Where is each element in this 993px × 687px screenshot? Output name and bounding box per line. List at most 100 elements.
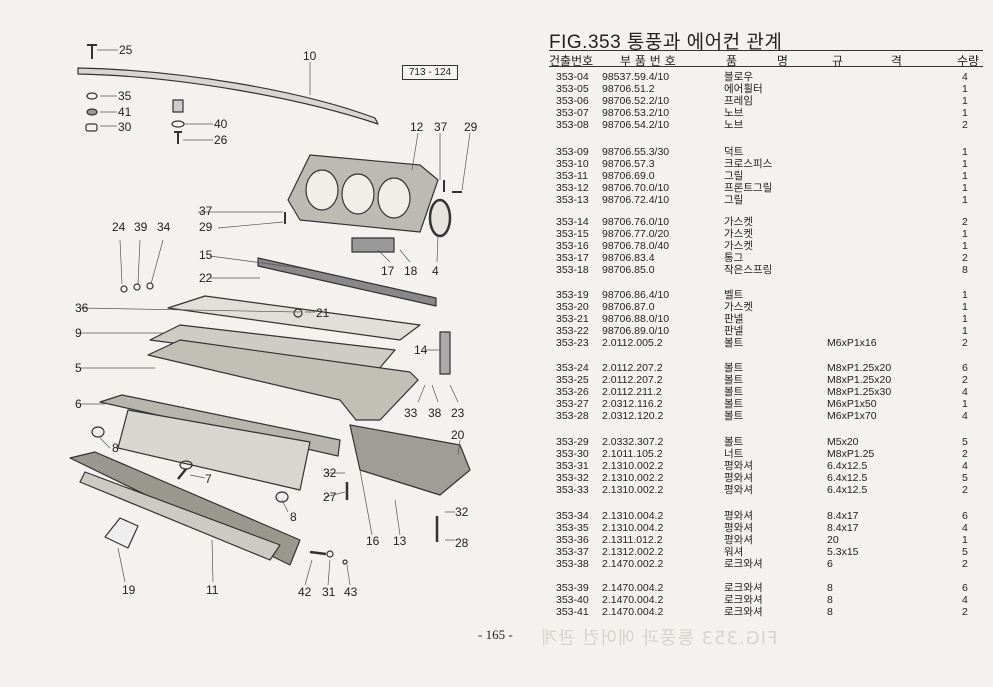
bleed-through-text: FIG.353 통풍과 에어컨 관계 [540, 628, 778, 649]
callout-label: 43 [344, 585, 358, 599]
page-title: FIG.353 통풍과 에어컨 관계 [549, 32, 783, 53]
part-name: 그릴 [724, 194, 744, 206]
part-number: 98706.72.4/10 [602, 194, 670, 206]
figure-reference-box: 713 - 124 [402, 65, 458, 80]
part-number: 2.1470.004.2 [602, 606, 664, 618]
callout-label: 12 [410, 120, 424, 134]
part-code: 353-12 [556, 182, 589, 194]
part-qty: 1 [962, 240, 968, 252]
callout-label: 8 [112, 441, 119, 455]
callout-label: 9 [75, 326, 82, 340]
part-number: 2.0312.116.2 [602, 398, 663, 410]
part-qty: 1 [962, 289, 968, 301]
header-name: 품 명 [726, 54, 788, 68]
part-number: 98706.83.4 [602, 252, 655, 264]
callout-label: 18 [404, 264, 418, 278]
part-number: 2.1470.004.2 [602, 582, 664, 594]
part-code: 353-16 [556, 240, 589, 252]
part-code: 353-21 [556, 313, 589, 325]
callout-label: 29 [464, 120, 478, 134]
part-code: 353-18 [556, 264, 589, 276]
part-qty: 2 [962, 558, 968, 570]
callout-label: 23 [451, 406, 465, 420]
part-code: 353-37 [556, 546, 589, 558]
callout-label: 10 [303, 49, 317, 63]
part-qty: 2 [962, 337, 968, 349]
part-number: 98706.86.4/10 [602, 289, 670, 301]
part-qty: 2 [962, 484, 968, 496]
part-qty: 2 [962, 252, 968, 264]
part-number: 98706.54.2/10 [602, 119, 670, 131]
callout-label: 31 [322, 585, 336, 599]
part-code: 353-26 [556, 386, 589, 398]
callout-label: 19 [122, 583, 136, 597]
part-name: 가스켓 [724, 228, 753, 240]
part-number: 98706.70.0/10 [602, 182, 670, 194]
part-name: 평와셔 [724, 510, 753, 522]
part-number: 98706.55.3/30 [602, 146, 670, 158]
part-code: 353-35 [556, 522, 589, 534]
part-qty: 1 [962, 398, 968, 410]
callout-label: 16 [366, 534, 380, 548]
part-number: 2.1310.002.2 [602, 484, 664, 496]
part-qty: 1 [962, 534, 968, 546]
page-number: - 165 - [478, 627, 513, 642]
part-code: 353-10 [556, 158, 589, 170]
part-code: 353-09 [556, 146, 589, 158]
callout-label: 28 [455, 536, 469, 550]
part-name: 노브 [724, 107, 744, 119]
part-code: 353-24 [556, 362, 589, 374]
part-qty: 1 [962, 325, 968, 337]
part-qty: 4 [962, 410, 968, 422]
callout-label: 5 [75, 361, 82, 375]
callout-label: 37 [199, 204, 213, 218]
part-number: 2.1470.002.2 [602, 558, 664, 570]
part-name: 볼트 [724, 374, 744, 386]
part-spec: 6.4x12.5 [827, 460, 868, 472]
callout-label: 13 [393, 534, 407, 548]
part-number: 2.0112.211.2 [602, 386, 662, 398]
callout-label: 30 [118, 120, 132, 134]
part-qty: 1 [962, 107, 968, 119]
part-name: 평와셔 [724, 460, 753, 472]
part-name: 판넬 [724, 313, 744, 325]
part-spec: 6 [827, 558, 833, 570]
part-name: 로크와셔 [724, 582, 763, 594]
part-code: 353-23 [556, 337, 589, 349]
callout-label: 29 [199, 220, 213, 234]
part-qty: 2 [962, 216, 968, 228]
part-spec: M6xP1x70 [827, 410, 877, 422]
part-code: 353-29 [556, 436, 589, 448]
part-name: 로크와셔 [724, 558, 763, 570]
part-spec: 5.3x15 [827, 546, 859, 558]
part-qty: 2 [962, 374, 968, 386]
part-name: 볼트 [724, 362, 744, 374]
part-name: 그릴 [724, 170, 744, 182]
part-number: 2.1312.002.2 [602, 546, 664, 558]
part-qty: 6 [962, 510, 968, 522]
callout-label: 15 [199, 248, 213, 262]
part-code: 353-13 [556, 194, 589, 206]
part-spec: M8xP1.25x30 [827, 386, 892, 398]
part-number: 2.0312.120.2 [602, 410, 664, 422]
part-number: 2.1310.004.2 [602, 510, 664, 522]
part-name: 너트 [724, 448, 744, 460]
callout-label: 38 [428, 406, 442, 420]
part-number: 2.1310.002.2 [602, 460, 664, 472]
part-name: 가스켓 [724, 301, 753, 313]
part-code: 353-38 [556, 558, 589, 570]
part-spec: 20 [827, 534, 839, 546]
header-spec: 규 격 [832, 54, 902, 68]
part-qty: 1 [962, 301, 968, 313]
part-code: 353-15 [556, 228, 589, 240]
